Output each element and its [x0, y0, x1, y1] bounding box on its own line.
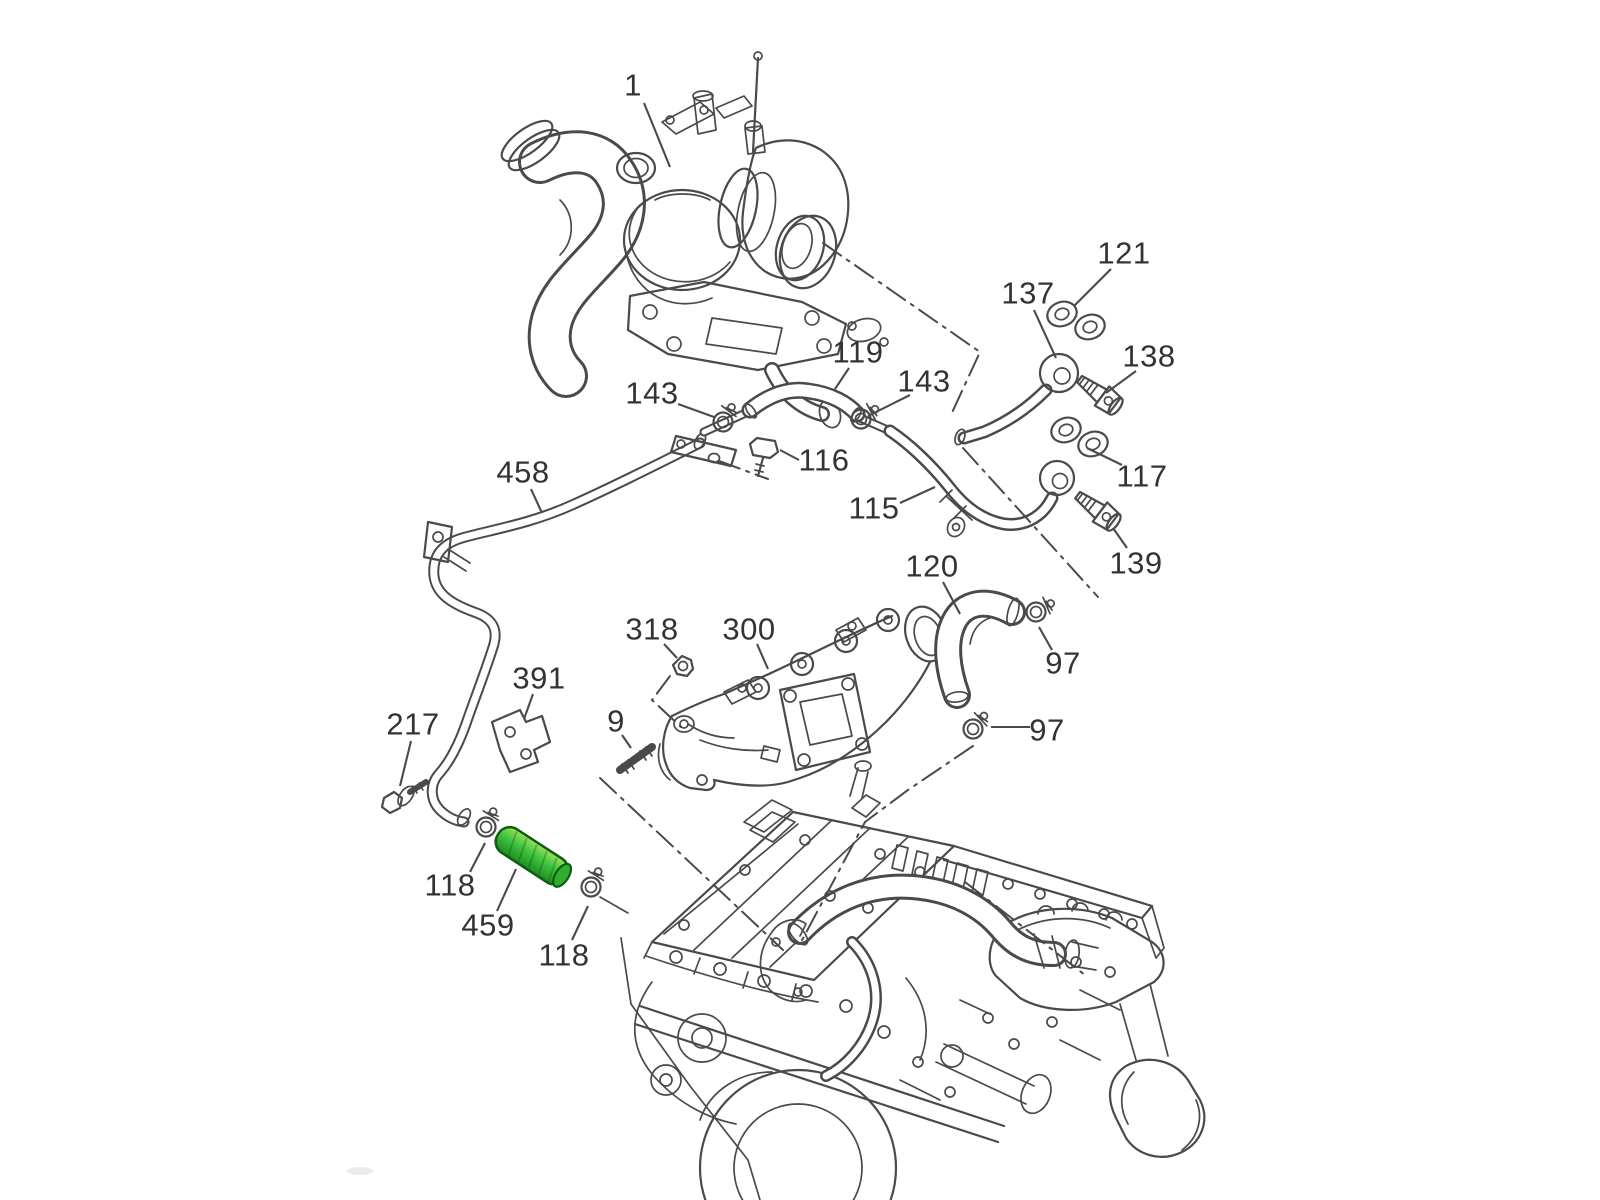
callout-118-label: 118	[425, 868, 476, 903]
leader-line-143	[677, 403, 715, 418]
water-pipe-115	[883, 424, 1076, 538]
leader-line-119	[834, 367, 850, 390]
leader-line-138	[1105, 370, 1137, 394]
bolt-217	[380, 779, 429, 815]
callout-300-label: 300	[722, 612, 775, 647]
callout-116-label: 116	[799, 443, 850, 478]
callout-217-label: 217	[386, 707, 439, 742]
callout-115-label: 115	[849, 491, 900, 526]
leader-line-300	[756, 643, 769, 670]
leader-line-139	[1112, 527, 1128, 549]
nut-318	[671, 654, 695, 678]
leader-line-115	[899, 486, 936, 504]
faint-watermark	[347, 1167, 373, 1175]
clamp-97-bottom	[961, 710, 991, 741]
callout-97-label: 97	[1029, 713, 1064, 748]
leader-line-137	[1033, 309, 1057, 359]
phantom-assembly-lines	[599, 242, 1099, 951]
engine-block-illustration	[620, 760, 1206, 1200]
callout-137-label: 137	[1001, 276, 1054, 311]
clamp-97-top	[1023, 592, 1057, 627]
leader-line-118	[571, 905, 589, 941]
callout-117-label: 117	[1117, 459, 1168, 494]
callout-9-label: 9	[607, 704, 625, 739]
hose-459-highlighted	[494, 825, 573, 888]
leader-line-459	[496, 868, 517, 912]
leader-line-217	[398, 740, 413, 787]
water-pipe-458	[422, 432, 738, 828]
leader-line-318	[663, 643, 678, 659]
callout-143-label: 143	[897, 364, 950, 399]
leader-line-458	[530, 488, 543, 514]
water-pipe-137	[954, 352, 1080, 446]
hose-continuation-line	[599, 896, 629, 914]
callout-121-label: 121	[1097, 236, 1150, 271]
leader-line-118	[469, 842, 486, 873]
turbocharger-illustration	[500, 51, 889, 429]
callout-119-label: 119	[833, 335, 884, 370]
leader-line-117	[1086, 447, 1123, 466]
leader-line-97	[1038, 626, 1053, 651]
callout-143-label: 143	[625, 376, 678, 411]
leader-line-121	[1073, 268, 1112, 307]
callout-118-label: 118	[539, 938, 590, 973]
callout-layer: 1 121 137 138 119 143 143 116 117 115 458 139 120 318…	[386, 68, 1175, 973]
leader-line-391	[523, 693, 534, 720]
leader-line-120	[942, 581, 961, 615]
callout-459-label: 459	[461, 908, 514, 943]
callout-120-label: 120	[905, 549, 958, 584]
callout-318-label: 318	[625, 612, 678, 647]
leader-line-9	[621, 734, 632, 749]
manifold-illustration	[657, 605, 948, 792]
stud-9	[616, 743, 656, 774]
bracket-391	[490, 708, 552, 774]
callout-391-label: 391	[512, 661, 565, 696]
elbow-hose-120	[934, 589, 1026, 709]
callout-97-label: 97	[1045, 646, 1080, 681]
banjo-bolt-138	[1071, 368, 1128, 420]
leader-line-143	[867, 394, 911, 417]
clamp-118-lower	[575, 865, 610, 901]
callout-458-label: 458	[496, 455, 549, 490]
hose-119	[699, 381, 895, 437]
leader-line-116	[779, 449, 800, 461]
bolt-116	[748, 436, 780, 478]
callout-138-label: 138	[1122, 339, 1175, 374]
leader-line-1	[643, 102, 671, 168]
callout-139-label: 139	[1109, 546, 1162, 581]
callout-1-label: 1	[624, 68, 642, 103]
